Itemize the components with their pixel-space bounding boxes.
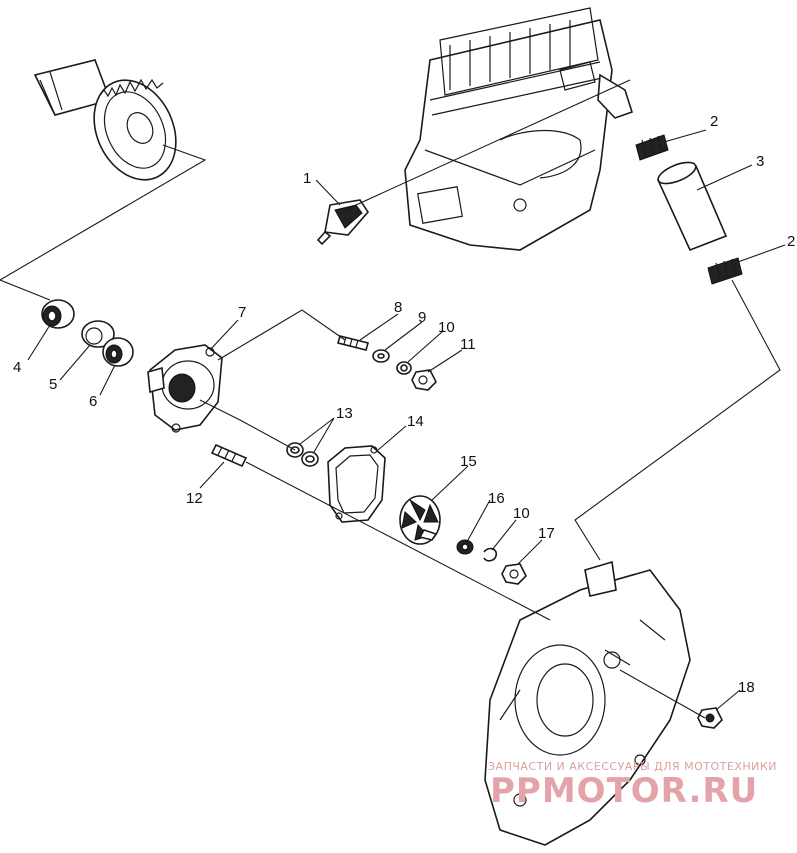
water-pump-cover [147,344,223,433]
nut-11 [411,369,437,391]
impeller-15 [399,495,441,545]
callout-15: 15 [460,453,477,470]
watermark-brand: PPMOTOR.RU [490,771,758,811]
callout-10-upper: 10 [438,319,455,336]
stud-12 [210,443,248,468]
gasket-14 [327,445,386,523]
callout-1: 1 [303,170,311,187]
hose-clamp-upper [635,134,669,161]
watermark-tagline: ЗАПЧАСТИ И АКСЕССУАРЫ ДЛЯ МОТОТЕХНИКИ [488,760,777,773]
callout-3: 3 [756,153,764,170]
callout-10-lower: 10 [513,505,530,522]
nut-17 [501,563,527,585]
callout-2-upper: 2 [710,113,718,130]
callout-6: 6 [89,393,97,410]
gear-shaft [33,59,177,181]
crankcase [484,560,691,846]
lock-washer-10 [396,361,412,375]
nut-18 [697,707,723,729]
callout-17: 17 [538,525,555,542]
callout-12: 12 [186,490,203,507]
engine-cylinder [404,7,633,251]
callout-13: 13 [336,405,353,422]
watermark: ЗАПЧАСТИ И АКСЕССУАРЫ ДЛЯ МОТОТЕХНИКИ PP… [488,760,777,811]
assembly-lines [0,79,781,719]
seal-5 [81,320,115,348]
bearing-6 [102,337,134,367]
bearing-4 [41,299,75,329]
callout-18: 18 [738,679,755,696]
o-rings-13 [286,442,319,467]
callout-2-lower: 2 [787,233,795,250]
coolant-hose [656,161,728,252]
temperature-sensor [316,199,370,246]
washer-16 [456,539,474,555]
callout-7: 7 [238,304,246,321]
callout-labels: 1 2 2 3 4 5 6 7 8 9 10 10 11 12 13 14 15… [13,113,795,696]
callout-16: 16 [488,490,505,507]
stud-8 [337,335,369,351]
callout-14: 14 [407,413,424,430]
callout-5: 5 [49,376,57,393]
callout-9: 9 [418,309,426,326]
callout-leaders [27,129,786,711]
callout-4: 4 [13,359,21,376]
hose-clamp-lower [707,257,743,285]
callout-11: 11 [460,336,476,353]
callout-8: 8 [394,299,402,316]
lock-washer-10b [483,547,498,562]
washer-9 [372,349,390,363]
